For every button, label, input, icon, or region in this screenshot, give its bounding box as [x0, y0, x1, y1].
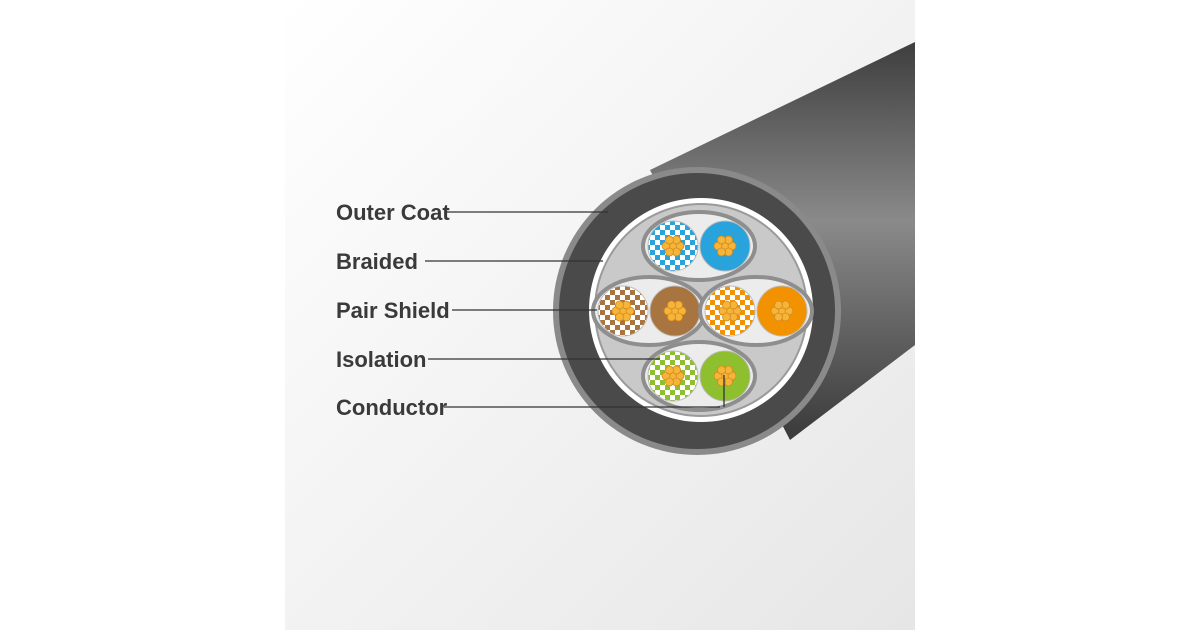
conductor	[770, 300, 794, 322]
conductor	[663, 300, 687, 322]
conductor	[718, 300, 742, 322]
label-braided: Braided	[336, 249, 418, 274]
conductor	[661, 235, 685, 257]
brown-pair	[591, 275, 707, 347]
conductor	[661, 365, 685, 387]
conductor	[611, 300, 635, 322]
conductor	[713, 235, 737, 257]
label-pair-shield: Pair Shield	[336, 298, 450, 323]
conductor	[713, 365, 737, 387]
orange-pair	[698, 275, 814, 347]
label-conductor: Conductor	[336, 395, 448, 420]
green-pair	[641, 340, 757, 412]
label-outer-coat: Outer Coat	[336, 200, 450, 225]
label-isolation: Isolation	[336, 347, 426, 372]
blue-pair	[641, 210, 757, 282]
